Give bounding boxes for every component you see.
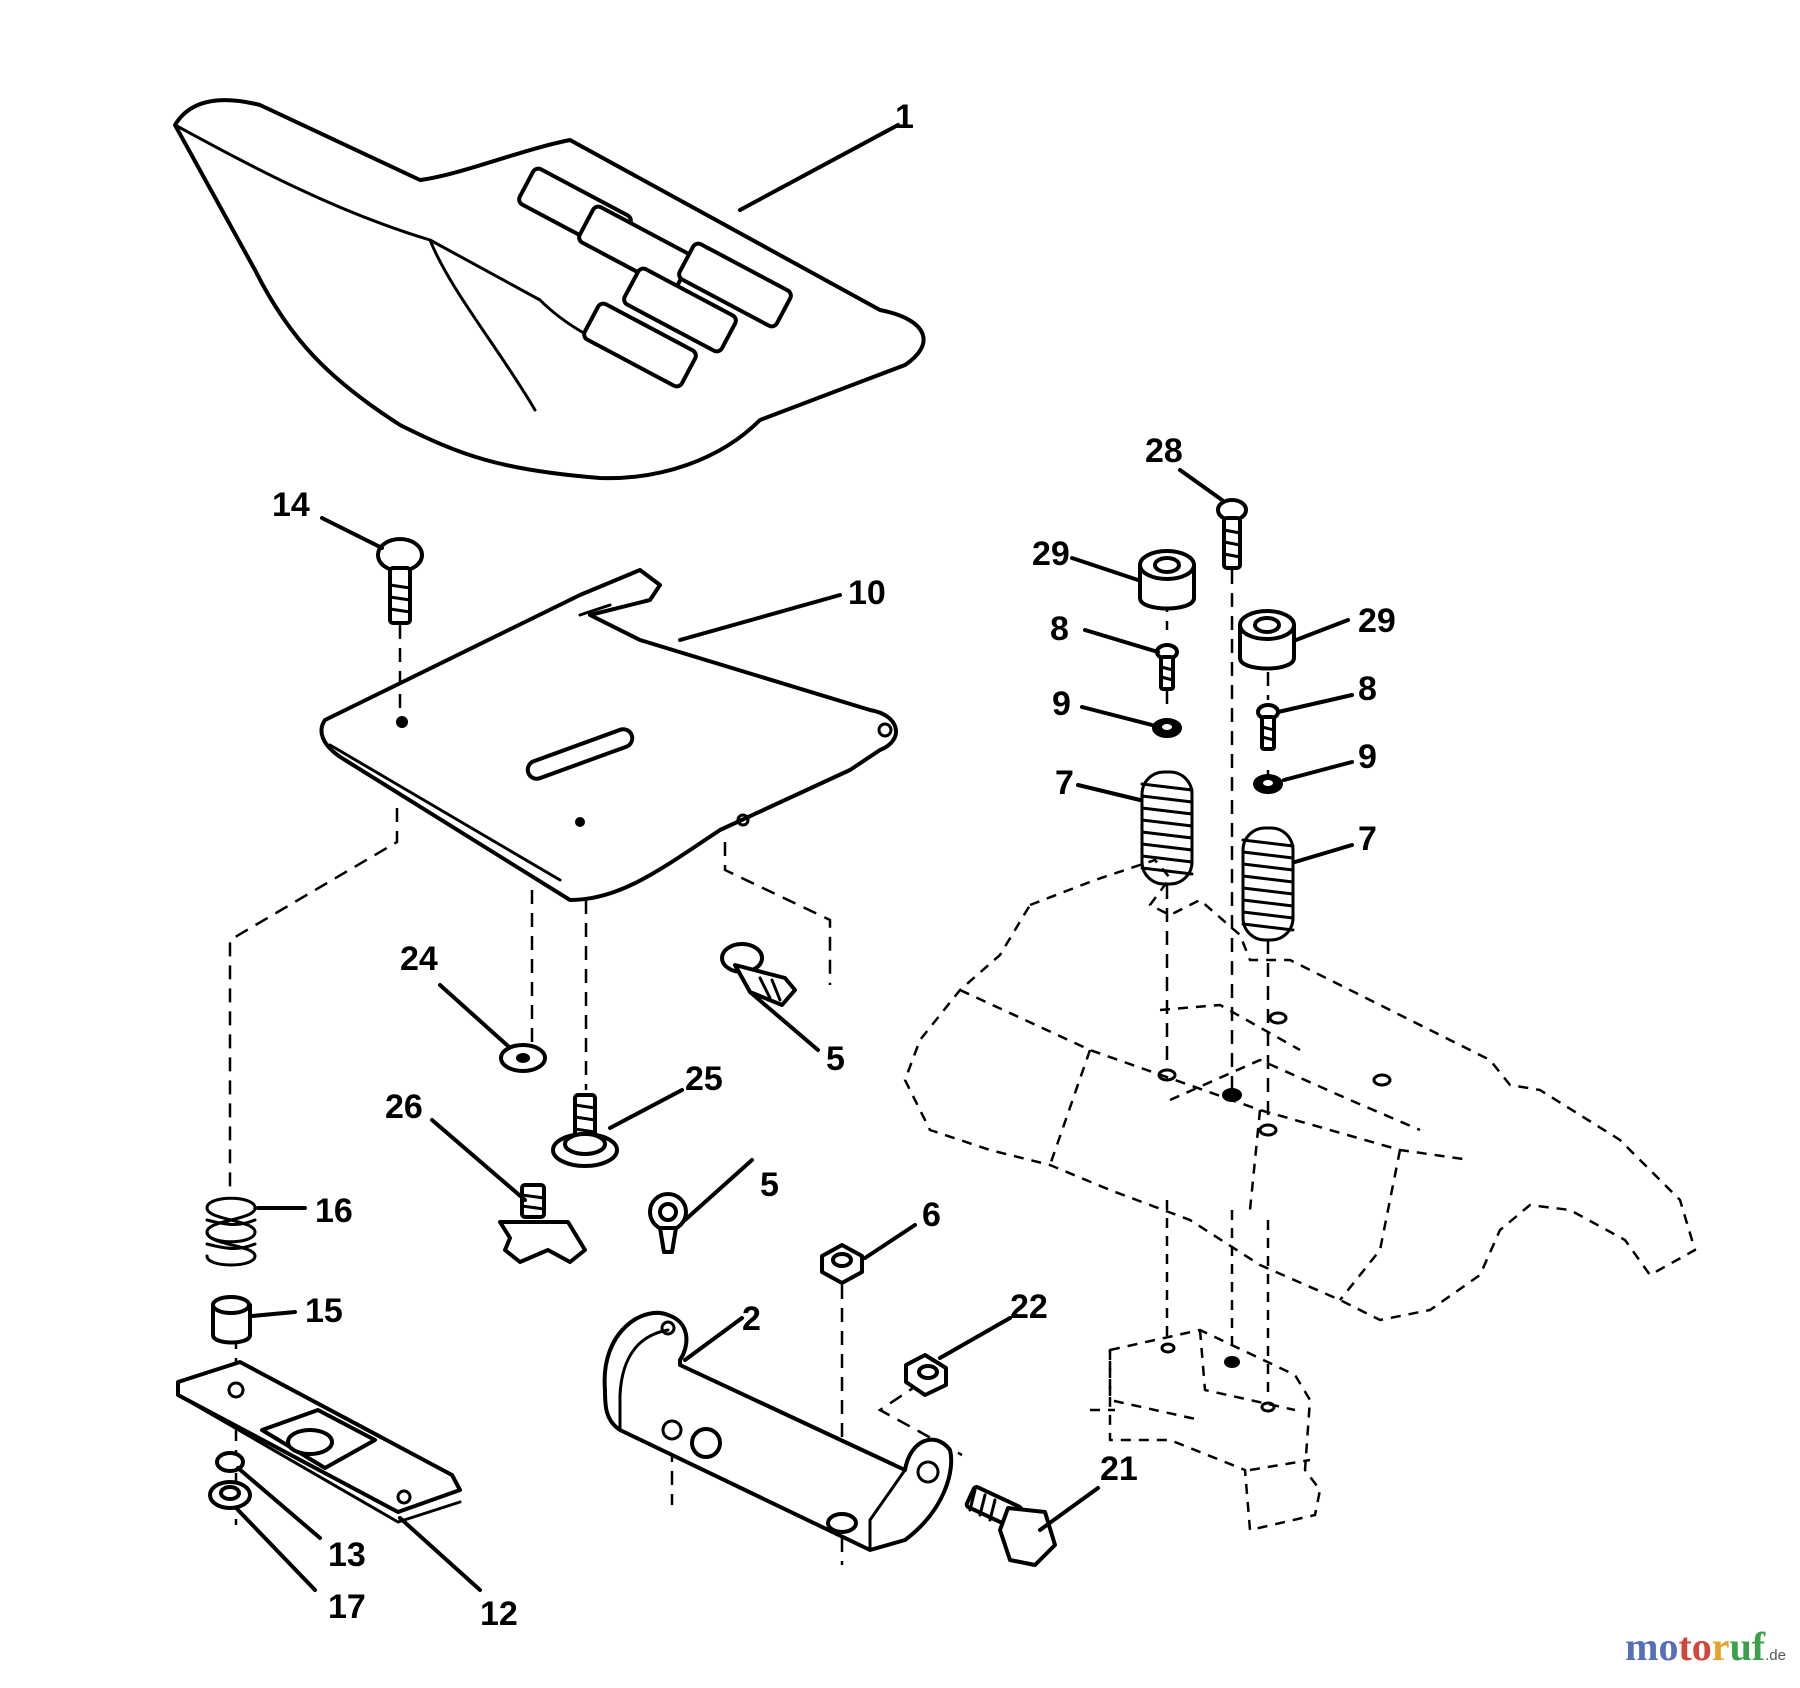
callout-24: 24 — [400, 940, 438, 978]
callout-1: 1 — [895, 98, 914, 136]
callout-26: 26 — [385, 1088, 423, 1126]
seat-part-1 — [173, 98, 926, 481]
callout-13: 13 — [328, 1536, 366, 1574]
callout-7-left: 7 — [1055, 764, 1074, 802]
screw-part-8-right — [1256, 693, 1354, 751]
callout-17: 17 — [328, 1588, 366, 1626]
spring-part-7-right — [1241, 826, 1354, 942]
locknut-part-17 — [208, 1480, 317, 1592]
callout-8-right: 8 — [1358, 670, 1377, 708]
bolt-part-21 — [964, 1485, 1100, 1567]
callout-15: 15 — [305, 1292, 343, 1330]
spring-part-16 — [205, 1196, 307, 1267]
callout-7-right: 7 — [1358, 820, 1377, 858]
washer-part-9-left — [1080, 705, 1182, 738]
callout-8-left: 8 — [1050, 610, 1069, 648]
spacer-part-29-right — [1238, 609, 1350, 671]
callout-21: 21 — [1100, 1450, 1138, 1488]
knob-part-26 — [430, 1118, 587, 1264]
bushing-part-15 — [211, 1295, 297, 1345]
callout-9-right: 9 — [1358, 738, 1377, 776]
tractor-frame-phantom — [903, 858, 1697, 1532]
spacer-part-29-left — [1070, 549, 1196, 611]
washer-part-9-right — [1253, 760, 1354, 794]
callout-12: 12 — [480, 1595, 518, 1633]
bolt-part-14 — [320, 516, 424, 712]
clip-part-5-upper — [720, 942, 820, 1052]
callout-16: 16 — [315, 1192, 353, 1230]
callout-labels: 1 2 5 5 6 7 7 8 8 9 9 10 12 13 14 15 16 … — [272, 98, 1396, 1633]
nut-part-22 — [904, 1316, 1012, 1397]
callout-25: 25 — [685, 1060, 723, 1098]
screw-part-8-left — [1083, 628, 1179, 691]
clip-part-5-lower — [648, 1158, 754, 1254]
callout-29-left: 29 — [1032, 535, 1070, 573]
washer-part-24 — [438, 983, 547, 1073]
bolt-part-25 — [551, 1088, 684, 1168]
callout-22: 22 — [1010, 1288, 1048, 1326]
callout-29-right: 29 — [1358, 602, 1396, 640]
hexnut-part-6 — [820, 1223, 917, 1285]
callout-14: 14 — [272, 486, 310, 524]
callout-10: 10 — [848, 574, 886, 612]
bracket-part-12 — [176, 1360, 482, 1592]
callout-9-left: 9 — [1052, 685, 1071, 723]
callout-2: 2 — [742, 1300, 761, 1338]
callout-6: 6 — [922, 1196, 941, 1234]
spring-part-7-left — [1076, 770, 1194, 886]
watermark-logo: motoruf.de — [1625, 1624, 1786, 1669]
bracket-part-2 — [602, 1310, 954, 1552]
callout-5-upper: 5 — [826, 1040, 845, 1078]
callout-28: 28 — [1145, 432, 1183, 470]
callout-5-lower: 5 — [760, 1166, 779, 1204]
seat-pan-part-10 — [319, 568, 898, 902]
nut-part-13 — [215, 1451, 322, 1540]
bolt-part-28 — [1178, 468, 1248, 570]
